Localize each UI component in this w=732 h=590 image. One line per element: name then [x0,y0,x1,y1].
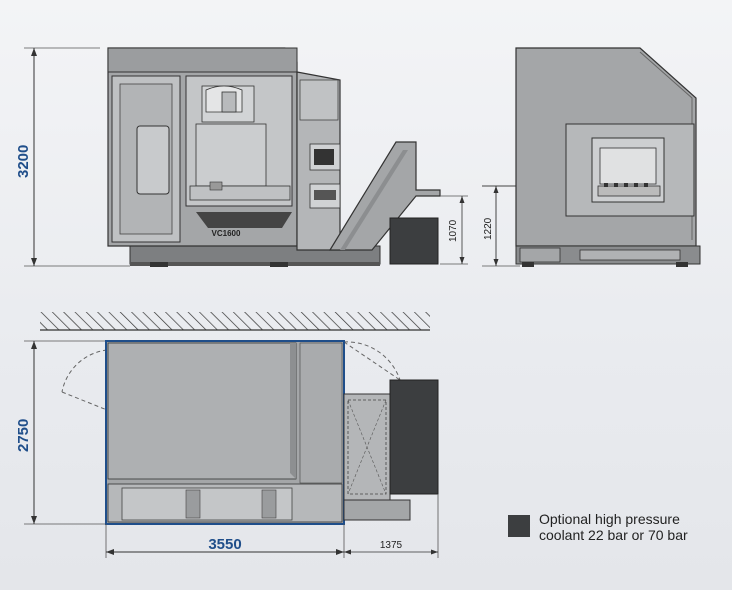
door-window [136,125,170,195]
door-swing-right [343,341,401,381]
name-plate [196,212,292,228]
dim-side-height-label: 1220 [483,217,494,240]
legend: Optional high pressure coolant 22 bar or… [539,511,729,543]
wall-hatch [40,312,430,330]
side-view: 1220 [482,47,701,267]
dim-plan-coolant-width: 1375 [344,494,439,558]
dim-plan-width-label: 3550 [208,536,241,553]
model-label: VC1600 [212,229,241,238]
plan-view: 2750 3550 [15,312,439,558]
door-swing-left [61,349,108,393]
dim-front-height-label: 3200 [15,145,32,178]
control-panel [314,190,336,200]
control-screen [314,149,334,165]
plan-coolant-unit [389,379,439,495]
dim-plan-coolant-width-label: 1375 [380,540,403,551]
legend-swatch [508,515,530,537]
dim-coolant-height-label: 1070 [448,219,459,242]
dim-coolant-height: 1070 [440,195,468,265]
dim-plan-width: 3550 [105,524,345,558]
legend-line-2: coolant 22 bar or 70 bar [539,527,688,543]
dim-front-height: 3200 [15,47,130,267]
legend-line-1: Optional high pressure [539,511,680,527]
side-fixture-bolts [604,183,648,187]
front-view: 3200 VC1600 [15,47,468,267]
dim-plan-depth-label: 2750 [15,419,32,452]
dim-plan-depth: 2750 [15,340,106,525]
coolant-unit-front [389,217,439,265]
